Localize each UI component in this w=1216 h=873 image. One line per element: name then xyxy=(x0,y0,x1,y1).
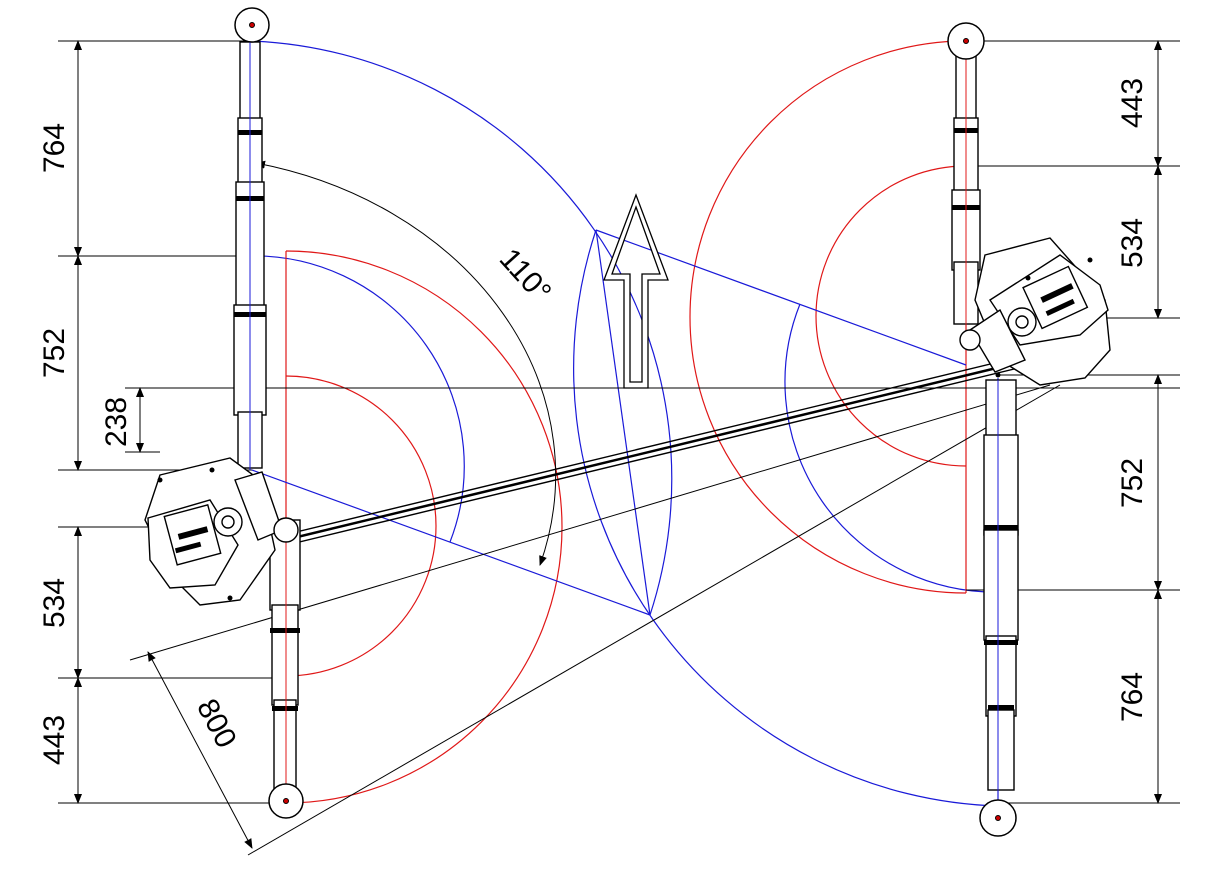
angle-label: 110° xyxy=(493,242,558,309)
right-inner-reach-arc-blue xyxy=(784,303,999,593)
right-inner-reach-arc-red xyxy=(815,165,967,467)
right-max-reach-arc-blue xyxy=(573,229,999,807)
right-robot-body xyxy=(959,237,1111,386)
right-robot-upper-arm xyxy=(947,22,985,330)
dimension-labels: 764 752 238 534 443 443 534 752 764 800 … xyxy=(38,78,1149,765)
dim-diagonal-800: 800 xyxy=(190,694,243,754)
dim-left-238: 238 xyxy=(100,397,133,447)
wedge-closing-edge xyxy=(595,229,651,616)
left-robot-lower-arm xyxy=(268,519,304,819)
dim-left-764: 764 xyxy=(38,123,71,173)
left-robot-body xyxy=(144,457,299,606)
transfer-rod xyxy=(254,351,1044,553)
dim-right-764: 764 xyxy=(1116,672,1149,722)
dim-right-534: 534 xyxy=(1116,218,1149,268)
right-reach-envelopes xyxy=(573,40,999,807)
left-robot-upper-arm xyxy=(233,7,270,470)
dim-left-443: 443 xyxy=(38,715,71,765)
dim-left-534: 534 xyxy=(38,578,71,628)
left-outer-reach-arc-red xyxy=(285,250,563,804)
left-reach-envelopes xyxy=(249,40,673,804)
left-inner-reach-arc-red xyxy=(285,375,437,677)
left-wedge-edge-lower xyxy=(251,469,651,616)
angle-arc-110 xyxy=(255,160,557,566)
dim-right-752: 752 xyxy=(1116,458,1149,508)
right-outer-reach-arc-red xyxy=(689,40,967,594)
up-arrow-icon xyxy=(603,193,669,389)
dim-right-443: 443 xyxy=(1116,78,1149,128)
right-robot-lower-arm xyxy=(979,379,1019,837)
diagonal-dimension xyxy=(129,384,1061,856)
left-max-reach-arc-blue xyxy=(251,40,673,616)
dim-left-752: 752 xyxy=(38,328,71,378)
